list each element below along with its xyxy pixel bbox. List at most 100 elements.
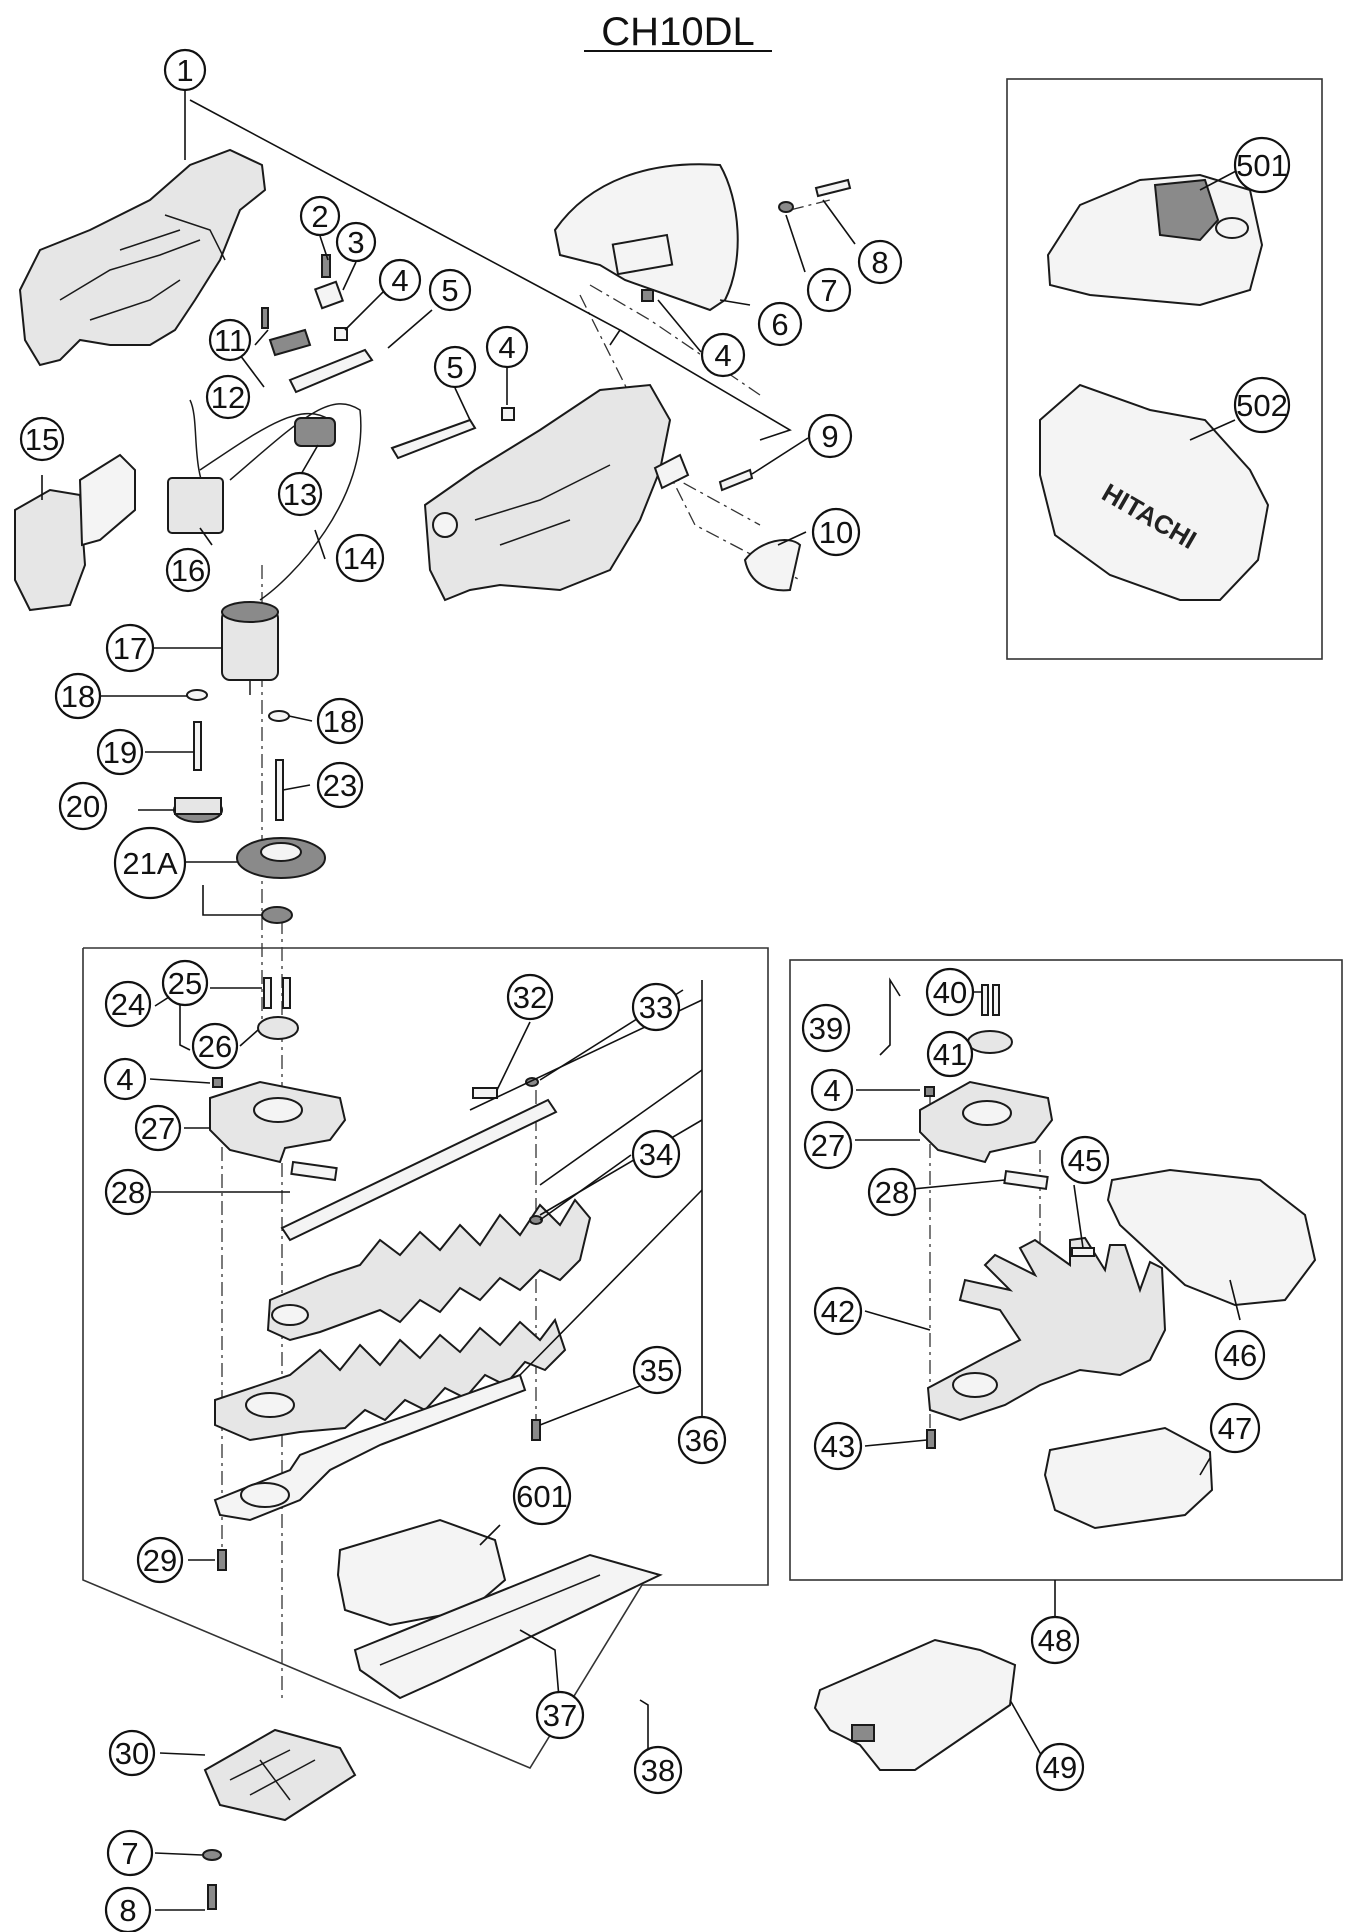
straight-blade-frame [83,947,769,1586]
callout-number: 49 [1043,1750,1077,1785]
blade-sheath-37 [353,1553,663,1700]
shear-case-47 [1043,1426,1214,1530]
callout-number: 17 [113,631,147,666]
callout-circle [335,533,385,583]
callout-13: 13 [277,471,323,517]
callout-circle [485,325,529,369]
callout-17: 17 [105,623,155,673]
guard-screws [501,178,852,592]
switch-parts [261,254,374,394]
callout-number: 26 [198,1029,232,1064]
callout-circle [1060,1135,1110,1185]
callout-5a: 5 [428,268,472,312]
callout-number: 4 [714,338,731,373]
callout-39: 39 [801,1003,851,1053]
callout-12: 12 [205,374,251,420]
callout-number: 28 [875,1175,909,1210]
callout-number: 14 [343,541,377,576]
callout-23: 23 [316,761,364,809]
callout-number: 601 [516,1479,568,1514]
callout-circle [104,1168,152,1216]
callout-36: 36 [677,1415,727,1465]
shear-cover-46 [1106,1168,1317,1307]
blade-guide-plate [213,1373,527,1522]
callout-circle [807,413,853,459]
callout-20: 20 [58,781,108,831]
straight-blade-frame-lower [82,948,643,1770]
callout-6: 6 [757,301,803,347]
base-screws [202,1849,222,1910]
callout-16: 16 [165,547,211,593]
callout-14: 14 [335,533,385,583]
callout-number: 30 [115,1736,149,1771]
callout-4e: 4 [810,1068,854,1112]
callout-circle [277,471,323,517]
callout-number: 41 [933,1037,967,1072]
callout-27b: 27 [803,1120,853,1170]
carrying-case-502: HITACHI [1039,383,1270,601]
contact-strip-5b [390,418,477,460]
shear-screw-43 [926,1429,936,1449]
callout-4a: 4 [378,258,422,302]
callout-32: 32 [506,973,554,1021]
callout-circle [632,1345,682,1395]
callout-41: 41 [926,1030,974,1078]
callout-circle [163,48,207,92]
callout-circle [104,980,152,1028]
callout-circle [103,1057,147,1101]
callout-number: 35 [640,1353,674,1388]
callout-number: 45 [1068,1143,1102,1178]
callout-number: 5 [441,273,458,308]
callout-8a: 8 [857,239,903,285]
callout-number: 11 [214,323,246,358]
callout-circle [813,1421,863,1471]
callout-circle [811,507,861,557]
callout-number: 2 [311,199,328,234]
base-plate-30 [203,1728,357,1822]
callout-3: 3 [335,221,377,263]
callout-number: 5 [446,350,463,385]
callout-number: 46 [1223,1338,1257,1373]
charger-501 [1046,173,1264,307]
callout-circle [191,1022,239,1070]
callout-1: 1 [163,48,207,92]
callout-circle [512,1466,572,1526]
callout-circle [925,967,975,1017]
leader-lines [41,90,1241,1911]
callout-49: 49 [1035,1742,1085,1792]
callout-circle [506,973,554,1021]
callout-number: 21A [122,846,177,881]
callout-circle [535,1690,585,1740]
switch-module [167,417,336,534]
callout-42: 42 [813,1286,863,1336]
callout-circle [867,1167,917,1217]
callout-7b: 7 [106,1829,154,1877]
upper-blade [266,1198,592,1342]
callout-circle [104,1886,152,1932]
callout-4c: 4 [700,332,746,378]
callout-circle [801,1003,851,1053]
callout-circle [1030,1615,1080,1665]
shear-blade-frame [789,959,1343,1581]
callout-circle [806,267,852,313]
callout-number: 12 [211,380,245,415]
callout-46: 46 [1214,1329,1266,1381]
callout-25: 25 [161,959,209,1007]
callout-48: 48 [1030,1615,1080,1665]
callout-9: 9 [807,413,853,459]
blade-guard [553,163,739,312]
callout-circle [19,416,65,462]
callout-number: 9 [821,419,838,454]
callout-number: 36 [685,1423,719,1458]
callout-26: 26 [191,1022,239,1070]
callout-number: 48 [1038,1623,1072,1658]
battery [14,453,136,612]
callout-19: 19 [96,728,144,776]
callout-circle [677,1415,727,1465]
callout-number: 43 [821,1429,855,1464]
callout-number: 20 [66,789,100,824]
callout-number: 27 [141,1111,175,1146]
callout-circle [205,374,251,420]
shear-gear-cover [919,1080,1054,1190]
housing-left-half [18,148,267,367]
